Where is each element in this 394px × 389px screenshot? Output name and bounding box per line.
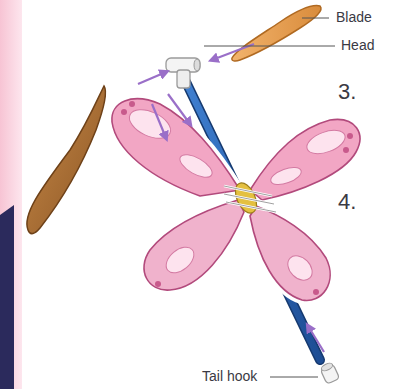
head-piece xyxy=(166,58,200,88)
step-number: 4. xyxy=(336,190,358,214)
part-label: Blade xyxy=(334,10,374,25)
assembly-arrows xyxy=(138,44,324,352)
part-label: Head xyxy=(339,38,376,53)
part-label: Tail hook xyxy=(200,369,259,384)
side-panel xyxy=(0,205,14,389)
butterfly xyxy=(112,99,360,301)
tail-hook xyxy=(320,362,339,384)
side-band xyxy=(0,0,22,389)
blade-top xyxy=(232,6,321,61)
step-number: 3. xyxy=(336,80,358,104)
blade-left xyxy=(27,86,106,234)
leader-lines xyxy=(204,18,335,377)
